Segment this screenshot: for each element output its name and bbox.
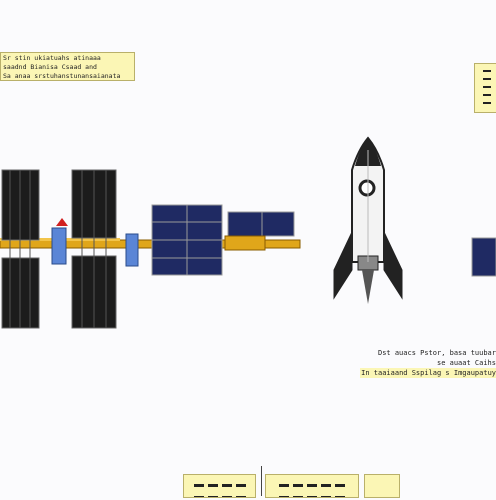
offscreen-panel: [471, 237, 496, 277]
bottom-panel-3[interactable]: [364, 474, 400, 498]
info-line: Sr stin ukiatuahs atinaaa: [3, 54, 101, 62]
rocket-window: [358, 179, 376, 197]
module-lab: [125, 233, 139, 267]
info-panel-mid-right: Dst auacs Pstor, basa tuubar se auaat Ca…: [360, 348, 496, 378]
main-truss: [0, 239, 301, 249]
info-line: Dst auacs Pstor, basa tuubar: [377, 349, 496, 357]
direction-marker: [56, 218, 68, 226]
truss-segment: [224, 235, 266, 251]
blue-solar-panels: [151, 204, 496, 277]
info-line: In taaiaand Sspilag s Imgaupatuy: [360, 368, 496, 378]
info-line: se auaat Caihs: [436, 359, 496, 367]
info-panel-top-right: [474, 63, 496, 113]
rocket[interactable]: [333, 136, 403, 304]
bottom-panel-2[interactable]: [265, 474, 359, 498]
info-line: Sa anaa srstuhanstunansaianata: [3, 72, 121, 80]
space-station[interactable]: [0, 169, 496, 329]
module-node: [51, 227, 67, 265]
solar-array-left-1: [1, 169, 40, 329]
bottom-divider: [261, 466, 262, 496]
info-panel-top-left: Sr stin ukiatuahs atinaaa saadnd Bianisa…: [0, 52, 135, 81]
bottom-panel-1[interactable]: [183, 474, 256, 498]
solar-array-left-2: [71, 169, 117, 329]
rocket-exhaust: [362, 270, 374, 304]
info-line: saadnd Bianisa Csaad and: [3, 63, 97, 71]
